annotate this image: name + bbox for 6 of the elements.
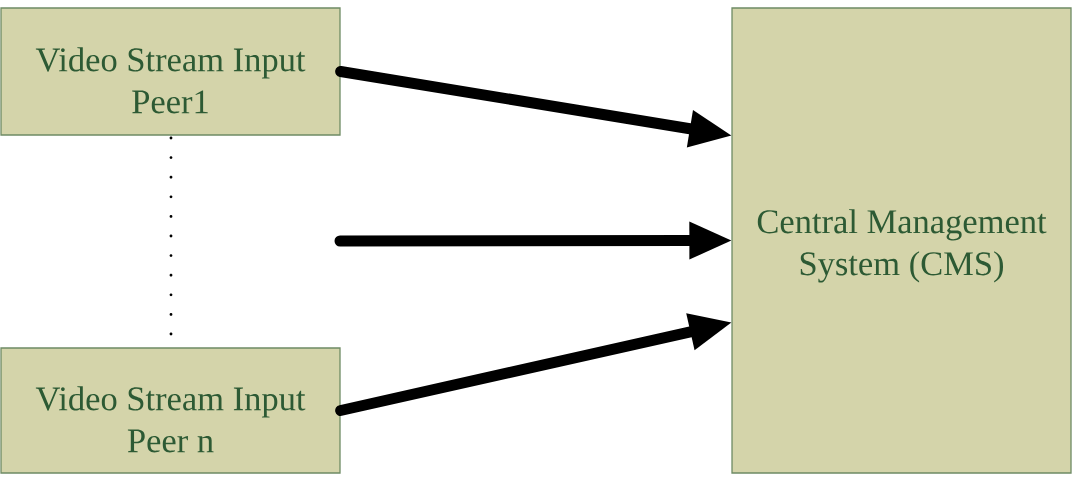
process-box: Video Stream Input Peer n <box>0 347 341 474</box>
process-box: Central Management System (CMS) <box>731 7 1072 474</box>
arrow <box>335 313 732 416</box>
arrow <box>334 221 732 260</box>
process-box: Video Stream Input Peer1 <box>0 7 341 136</box>
arrow <box>335 66 732 148</box>
